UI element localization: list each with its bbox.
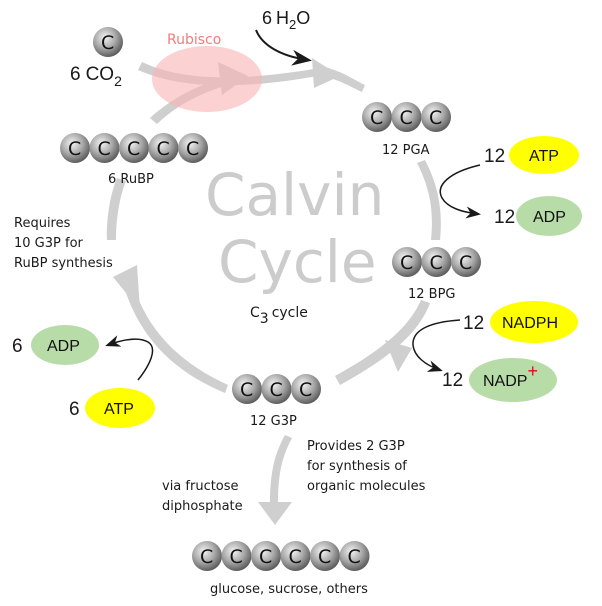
product-label: glucose, sucrose, others xyxy=(210,582,368,597)
arrowhead-left xyxy=(113,265,140,310)
via-note: via fructose diphosphate xyxy=(162,479,243,514)
adp-left-label: ADP xyxy=(47,338,80,355)
carbon-atom-label: C xyxy=(270,379,283,401)
carbon-atom-label: C xyxy=(318,546,331,568)
carbon-atom-label: C xyxy=(289,546,302,568)
arrow-bpg-to-g3p xyxy=(335,300,430,385)
carbon-atom xyxy=(339,541,370,571)
adp-left-pill xyxy=(31,325,99,365)
co2-molecule: C xyxy=(93,27,123,57)
arrowhead-top-2 xyxy=(312,58,340,88)
rubp-label: 6 RuBP xyxy=(108,172,154,187)
carbon-atom xyxy=(89,133,120,163)
carbon-atom-label: C xyxy=(127,138,140,160)
carbon-atom-label: C xyxy=(230,546,243,568)
atp-right-count: 12 xyxy=(484,146,505,167)
atp-right-pill xyxy=(509,136,579,174)
title-line1: Calvin xyxy=(205,161,384,229)
title-line2: Cycle xyxy=(218,228,377,296)
nadph-nadp-arrow xyxy=(412,319,461,372)
rubisco-ellipse xyxy=(152,46,262,112)
atp-left-pill xyxy=(85,388,155,428)
atom-label: C xyxy=(101,32,114,54)
atp-left-count: 6 xyxy=(69,399,80,420)
carbon-atom-label: C xyxy=(68,138,81,160)
arrow-left-upper xyxy=(106,178,126,240)
carbon-atom xyxy=(421,102,451,132)
carbon-atom xyxy=(178,133,208,163)
nadph-count: 12 xyxy=(463,313,484,334)
carbon-atom xyxy=(148,133,179,163)
atp-left-label: ATP xyxy=(104,401,134,418)
water-arrow xyxy=(255,29,312,66)
carbon-atom xyxy=(261,374,292,404)
carbon-atom xyxy=(232,374,262,404)
nadph-label: NADPH xyxy=(502,315,558,332)
atp-adp-left-arrow xyxy=(105,335,154,381)
carbon-atom xyxy=(60,133,90,163)
arrowhead-bpg-g3p xyxy=(385,340,412,372)
carbon-atom-label: C xyxy=(400,107,413,129)
carbon-atom xyxy=(421,247,452,277)
nadp-count: 12 xyxy=(442,370,463,391)
carbon-atom xyxy=(251,541,281,571)
carbon-atom xyxy=(291,374,321,404)
adp-right-pill xyxy=(516,196,582,236)
carbon-atom-label: C xyxy=(400,252,413,274)
carbon-atom xyxy=(119,133,149,163)
rubisco-label: Rubisco xyxy=(167,32,221,48)
carbon-atom-label: C xyxy=(259,546,272,568)
g3p-label: 12 G3P xyxy=(250,414,297,429)
carbon-atom xyxy=(362,102,392,132)
carbon-atom xyxy=(451,247,481,277)
carbon-atom-label: C xyxy=(186,138,199,160)
carbon-atom xyxy=(310,541,340,571)
atom xyxy=(93,27,123,57)
arrow-g3p-to-products xyxy=(270,435,292,505)
adp-right-count: 12 xyxy=(494,207,515,228)
nadp-pill xyxy=(469,358,557,402)
carbon-atom-label: C xyxy=(240,379,253,401)
carbon-atom-label: C xyxy=(429,107,442,129)
bpg-label: 12 BPG xyxy=(408,287,456,302)
carbon-atom-label: C xyxy=(157,138,170,160)
carbon-atom-label: C xyxy=(299,379,312,401)
nadp-label: NADP+ xyxy=(483,361,538,390)
atp-right-label: ATP xyxy=(529,148,559,165)
carbon-atom xyxy=(192,541,222,571)
carbon-atom xyxy=(391,102,422,132)
carbon-atom-label: C xyxy=(348,546,361,568)
carbon-atom-label: C xyxy=(200,546,213,568)
requires-note: Requires 10 G3P for RuBP synthesis xyxy=(14,216,113,271)
carbon-atom-label: C xyxy=(459,252,472,274)
carbon-atom-label: C xyxy=(430,252,443,274)
carbon-atom-label: C xyxy=(370,107,383,129)
carbon-atom-label: C xyxy=(98,138,111,160)
arrowhead-down xyxy=(258,502,292,525)
pga-label: 12 PGA xyxy=(382,143,430,158)
carbon-atom xyxy=(221,541,252,571)
arrow-pga-to-bpg xyxy=(417,160,441,240)
carbon-atom xyxy=(392,247,422,277)
provides-note: Provides 2 G3P for synthesis of organic … xyxy=(307,439,426,494)
adp-right-label: ADP xyxy=(533,209,566,226)
atp-adp-right-arrow xyxy=(439,164,481,219)
carbon-atom xyxy=(280,541,311,571)
adp-left-count: 6 xyxy=(12,336,23,357)
nadph-pill xyxy=(490,301,578,343)
